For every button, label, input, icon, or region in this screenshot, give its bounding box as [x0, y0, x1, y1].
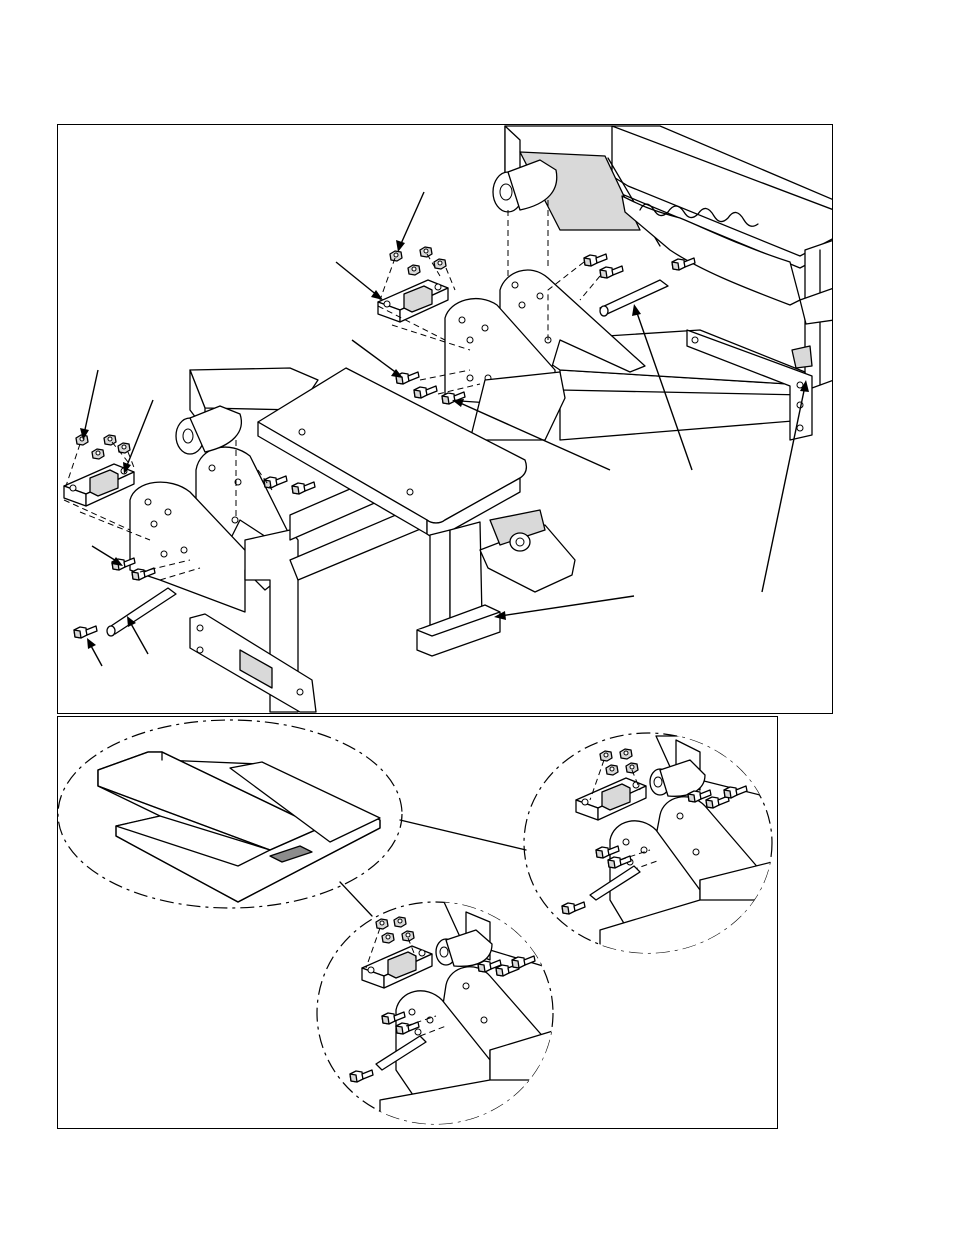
- bracket-detail-upper: [523, 732, 773, 954]
- detail-views: [57, 719, 773, 1125]
- lower-bracket-hardware: [63, 434, 316, 639]
- main-assembly-view: [63, 125, 832, 713]
- upper-bracket-hardware: [377, 200, 696, 405]
- front-mounting-plate: [189, 613, 317, 713]
- upper-pivot-bracket: [444, 269, 646, 441]
- foot-plate: [479, 509, 576, 593]
- foot-plate-detail: [57, 719, 403, 909]
- callout-arrows: [80, 191, 809, 667]
- upper-roller-pad: [492, 159, 558, 213]
- seat-post: [416, 521, 501, 657]
- upper-axle: [599, 279, 669, 317]
- lower-axle: [106, 587, 177, 637]
- bracket-detail-lower: [316, 901, 554, 1125]
- lower-roller-pad: [175, 405, 242, 455]
- lower-pivot-bracket: [129, 367, 319, 713]
- seat-pad: [257, 367, 527, 538]
- detail-connectors: [339, 819, 527, 917]
